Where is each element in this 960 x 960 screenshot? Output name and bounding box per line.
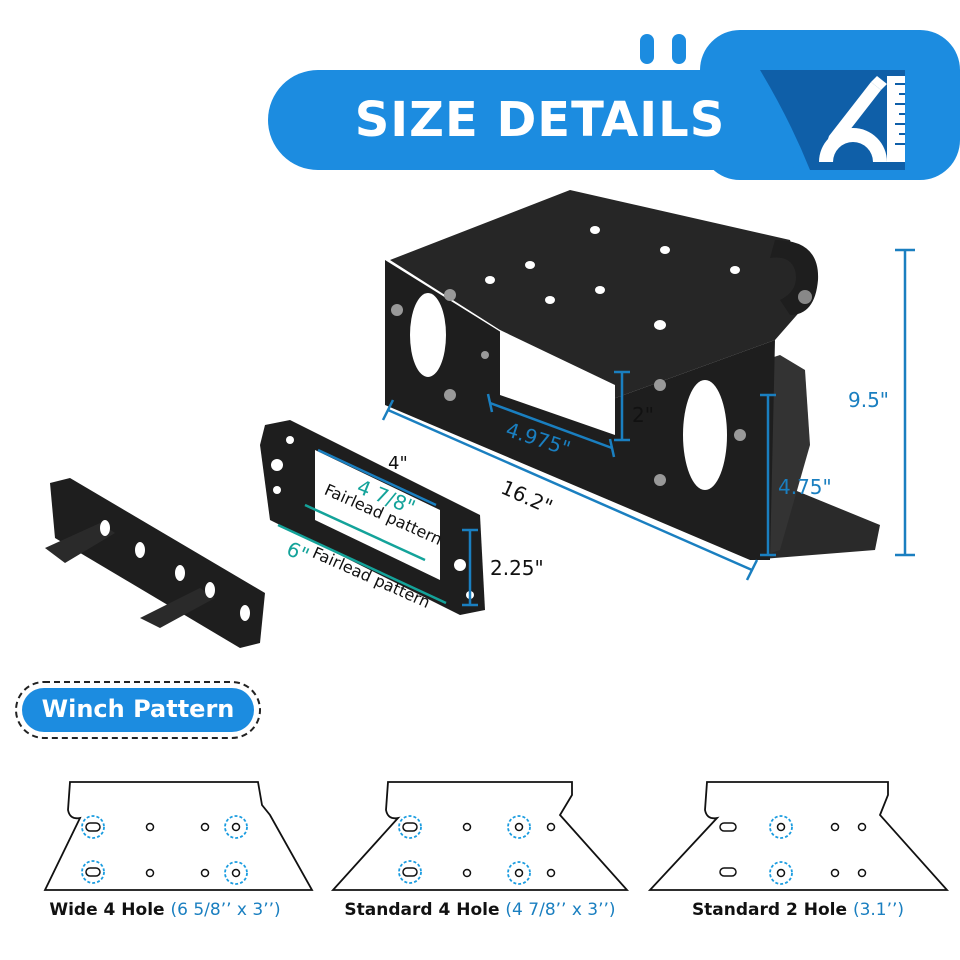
dim-plate-height: 2.25" xyxy=(490,556,544,580)
pattern-size: (4 7/8’’ x 3’’) xyxy=(505,900,616,920)
dim-height-total: 9.5" xyxy=(848,388,890,412)
pattern-diagrams xyxy=(43,781,950,891)
pattern-caption-wide-4-hole: Wide 4 Hole (6 5/8’’ x 3’’) xyxy=(5,900,325,920)
pattern-size: (3.1’’) xyxy=(852,900,905,920)
fairlead-plate xyxy=(260,420,485,615)
winch-mount-bracket xyxy=(385,190,880,560)
dim-slot-height: 2" xyxy=(632,403,654,427)
size-details-banner xyxy=(268,30,960,180)
pattern-caption-standard-2-hole: Standard 2 Hole (3.1’’) xyxy=(638,900,958,920)
pencil-ruler-protractor-icon xyxy=(819,76,905,162)
side-bracket xyxy=(45,478,265,648)
banner-title: SIZE DETAILS xyxy=(354,92,726,148)
dim-height-side: 4.75" xyxy=(778,475,832,499)
pattern-caption-standard-4-hole: Standard 4 Hole (4 7/8’’ x 3’’) xyxy=(320,900,640,920)
pattern-name: Standard 2 Hole xyxy=(691,900,848,920)
pattern-name: Wide 4 Hole xyxy=(49,900,165,920)
winch-pattern-title: Winch Pattern xyxy=(41,695,235,723)
pattern-size: (6 5/8’’ x 3’’) xyxy=(170,900,281,920)
dim-plate-top: 4" xyxy=(388,453,408,474)
pattern-name: Standard 4 Hole xyxy=(344,900,500,920)
winch-pattern-pill xyxy=(15,681,261,739)
